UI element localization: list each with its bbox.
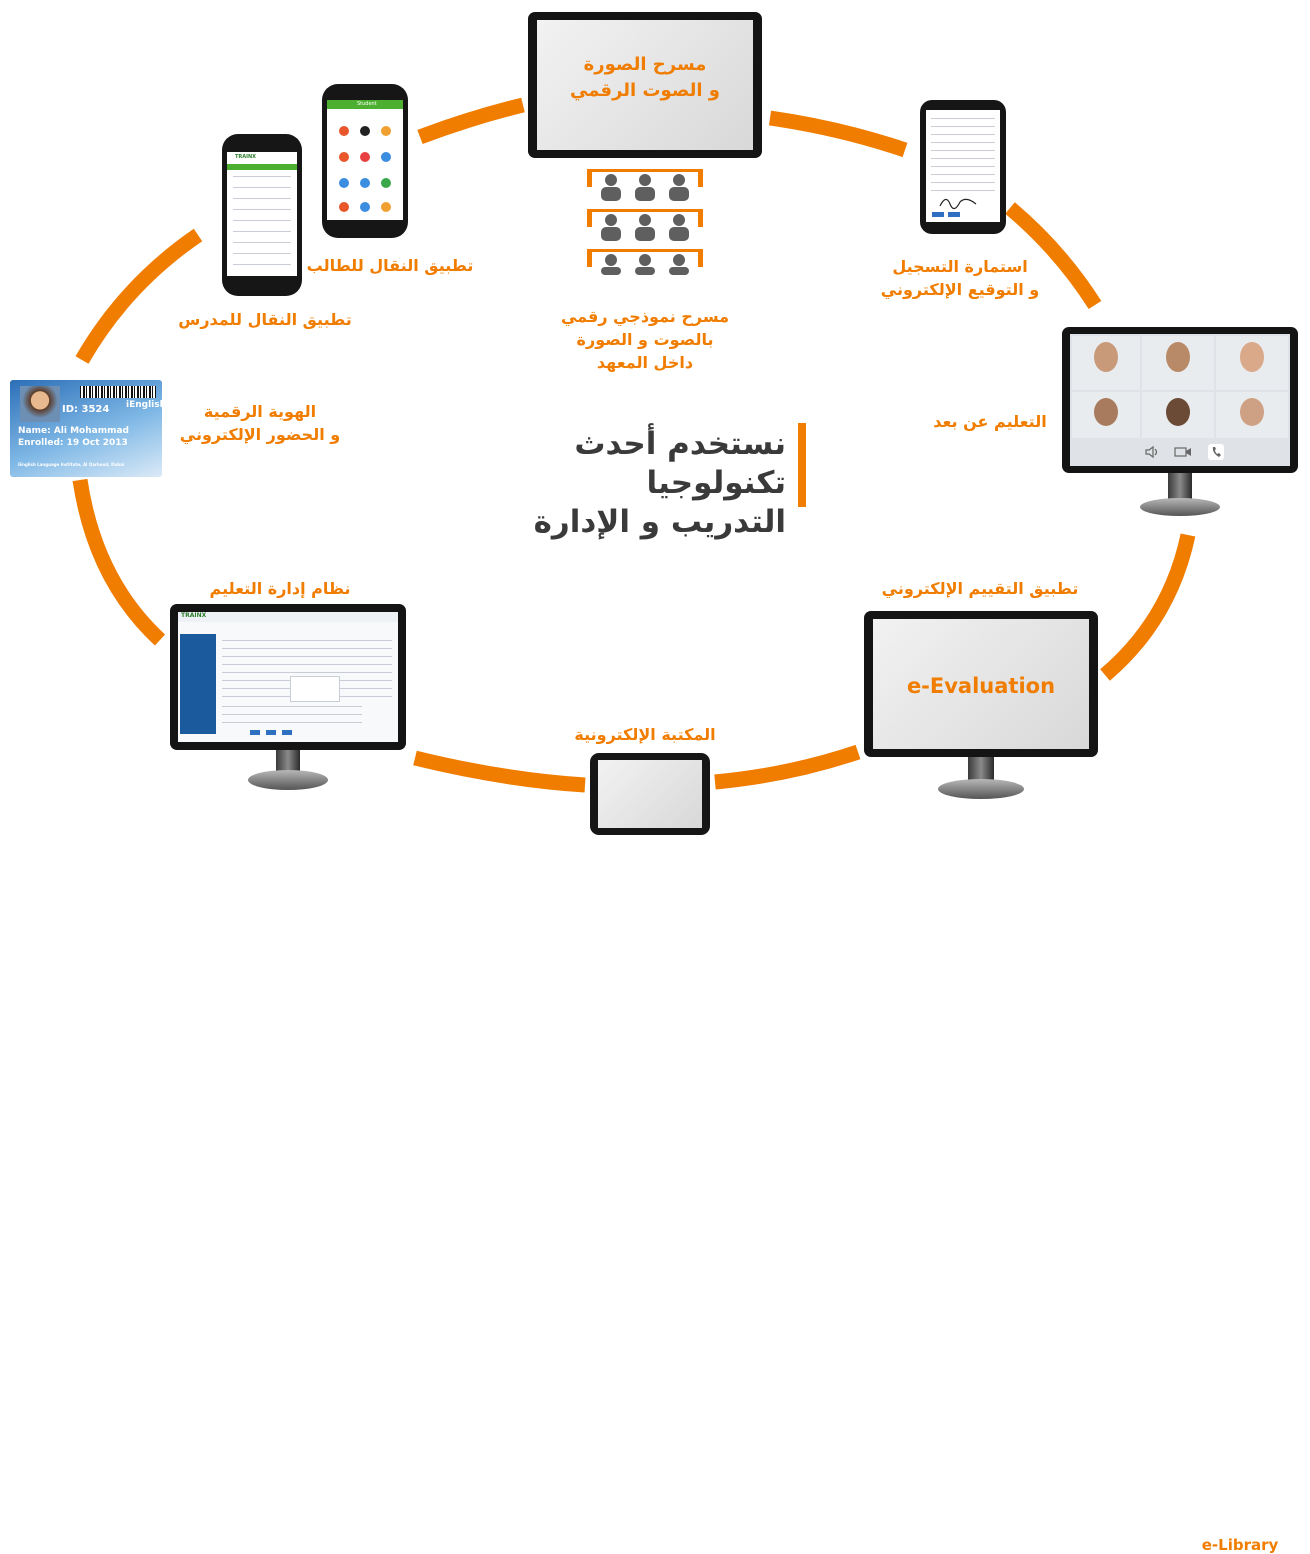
student-photo xyxy=(20,386,60,422)
teacher-app-screen: TRAINX xyxy=(227,152,297,276)
digital-theater-screen-text: مسرح الصورة و الصوت الرقمي xyxy=(537,52,753,104)
digital-theater-screen xyxy=(537,20,753,150)
audience-rows-icon xyxy=(587,169,703,275)
library-label: المكتبة الإلكترونية xyxy=(574,725,716,744)
model-theater-line1: مسرح نموذجي رقمي xyxy=(560,307,730,326)
digital-id-line2: و الحضور الإلكتروني xyxy=(179,425,341,445)
ring-arc-bottom-right xyxy=(714,744,861,790)
teacher-app-label: تطبيق النقال للمدرس xyxy=(178,310,352,329)
card-name: Name: Ali Mohammad xyxy=(18,426,129,436)
card-brand: iEnglish xyxy=(126,400,162,410)
digital-id-label: الهوية الرقمية و الحضور الإلكتروني xyxy=(165,400,355,446)
registration-form-screen xyxy=(926,110,1000,222)
digital-id-card: ID: 3524 iEnglish Name: Ali Mohammad Enr… xyxy=(10,380,162,477)
ring-arc-top-right xyxy=(768,110,908,158)
phone-icon[interactable] xyxy=(1207,443,1225,461)
lms-sidebar xyxy=(180,634,216,734)
evaluation-label: تطبيق التقييم الإلكتروني xyxy=(881,579,1079,598)
remote-learning-label: التعليم عن بعد xyxy=(933,412,1047,431)
lms-label: نظام إدارة التعليم xyxy=(209,579,351,598)
library-tablet: e-Library xyxy=(590,753,1278,1554)
ring-arc-left-lower xyxy=(72,478,166,646)
ring-arc-right-upper xyxy=(1005,202,1102,310)
model-theater-line3: داخل المعهد xyxy=(596,353,694,373)
participant-avatar xyxy=(1240,398,1264,426)
student-app-label: تطبيق النقال للطالب xyxy=(306,256,474,275)
center-accent-bar xyxy=(798,423,806,507)
signature-icon xyxy=(939,198,977,210)
student-phone: Student xyxy=(322,84,408,238)
card-id: ID: 3524 xyxy=(62,404,110,415)
registration-line2: و التوقيع الإلكتروني xyxy=(880,280,1040,300)
digital-id-line1: الهوية الرقمية xyxy=(203,402,317,421)
evaluation-screen-text: e-Evaluation xyxy=(906,674,1056,698)
participant-avatar xyxy=(1094,342,1118,372)
library-screen-text: e-Library xyxy=(1201,1536,1279,1554)
registration-line1: استمارة التسجيل xyxy=(892,257,1028,276)
model-theater-line2: بالصوت و الصورة xyxy=(576,330,714,350)
card-enrolled: Enrolled: 19 Oct 2013 xyxy=(18,438,128,448)
barcode-icon xyxy=(80,386,156,398)
model-theater-label: مسرح نموذجي رقمي بالصوت و الصورة داخل ال… xyxy=(545,305,745,375)
student-app-screen: Student xyxy=(327,100,403,220)
cycle-ring xyxy=(72,97,1196,793)
card-footer: iEnglish Language Institute, Al Qarhoud,… xyxy=(18,462,125,467)
teacher-phone: TRAINX xyxy=(222,134,302,296)
ring-arc-top-left xyxy=(417,97,525,145)
lms-logo: TRAINX xyxy=(181,612,207,619)
participant-avatar xyxy=(1094,398,1118,426)
ring-arc-right-lower xyxy=(1100,533,1196,681)
participant-avatar xyxy=(1240,342,1264,372)
registration-tablet xyxy=(920,100,1006,234)
center-heading: نستخدم أحدث تكنولوجيا التدريب و الإدارة xyxy=(470,425,786,541)
student-app-header: Student xyxy=(357,101,377,107)
digital-theater-line1: مسرح الصورة xyxy=(583,54,707,75)
ring-arc-bottom-left xyxy=(413,750,586,793)
speaker-icon[interactable] xyxy=(1144,444,1160,460)
center-heading-line1: نستخدم أحدث تكنولوجيا xyxy=(574,426,786,501)
participant-avatar xyxy=(1166,342,1190,372)
center-heading-line2: التدريب و الإدارة xyxy=(533,503,786,540)
digital-theater-line2: و الصوت الرقمي xyxy=(570,80,720,102)
camera-icon[interactable] xyxy=(1174,444,1192,460)
registration-label: استمارة التسجيل و التوقيع الإلكتروني xyxy=(860,255,1060,301)
participant-avatar xyxy=(1166,398,1190,426)
teacher-app-logo: TRAINX xyxy=(235,154,257,160)
ring-arc-left-upper xyxy=(75,228,203,364)
